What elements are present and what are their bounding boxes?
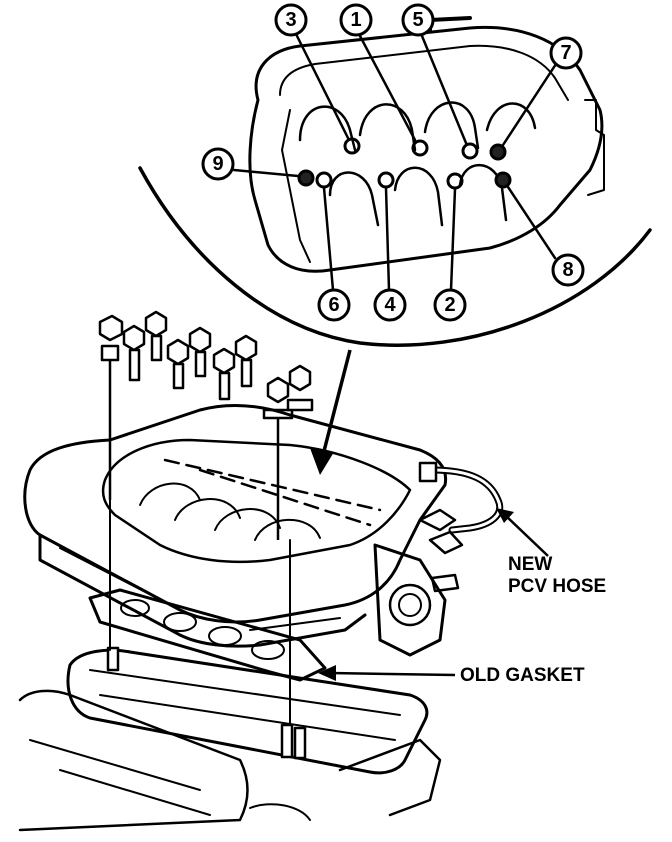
old-gasket bbox=[88, 588, 327, 682]
bolt-d bbox=[166, 338, 190, 390]
detail-inset bbox=[138, 3, 652, 347]
callout-4: 4 bbox=[384, 294, 396, 316]
callout-2-circle bbox=[433, 288, 467, 322]
bolt-9-hole bbox=[297, 169, 315, 187]
inset-boundary-arc bbox=[138, 166, 652, 347]
callout-8: 8 bbox=[562, 259, 573, 281]
bolt-4-hole bbox=[377, 171, 395, 189]
bolt-a bbox=[98, 314, 124, 500]
inset-manifest-inner bbox=[279, 44, 569, 101]
inset-pointer-arrow bbox=[310, 349, 352, 475]
pcv-hose-label-line2: PCV HOSE bbox=[508, 576, 606, 597]
leader-3 bbox=[295, 34, 350, 140]
leader-2 bbox=[449, 187, 457, 292]
inset-runner-6 bbox=[393, 166, 444, 227]
bolt-3-hole bbox=[343, 137, 361, 155]
sequence-leaders bbox=[232, 34, 558, 292]
callout-2: 2 bbox=[444, 294, 455, 316]
bolt-7-hole bbox=[489, 143, 507, 161]
gasket-leader bbox=[318, 665, 456, 681]
bolt-f bbox=[212, 347, 236, 401]
bolt-1-hole bbox=[411, 139, 429, 157]
inset-bolts bbox=[297, 137, 512, 190]
callout-1-circle bbox=[339, 3, 373, 37]
callout-3-circle bbox=[274, 3, 308, 37]
callout-6-circle bbox=[317, 288, 351, 322]
callout-8-circle bbox=[551, 253, 585, 287]
callout-9: 9 bbox=[212, 153, 223, 175]
bolt-e bbox=[188, 326, 212, 378]
callout-9-circle bbox=[201, 147, 235, 181]
sequence-callouts bbox=[201, 3, 585, 322]
callout-3: 3 bbox=[285, 9, 296, 31]
pcv-hose bbox=[418, 461, 504, 534]
callout-7: 7 bbox=[560, 42, 571, 64]
leader-5 bbox=[420, 34, 468, 145]
callout-4-circle bbox=[373, 288, 407, 322]
inset-manifest-outline bbox=[248, 25, 604, 273]
leader-4 bbox=[384, 186, 391, 292]
sequence-numbers: 3 1 5 7 9 6 4 2 8 bbox=[212, 9, 573, 316]
loose-bolts bbox=[98, 310, 314, 540]
bolt-i bbox=[286, 364, 314, 412]
leader-6 bbox=[322, 186, 335, 292]
inset-runner-1 bbox=[298, 105, 357, 152]
leader-7 bbox=[501, 62, 558, 147]
inset-runner-2 bbox=[358, 103, 417, 152]
bolt-b bbox=[122, 324, 146, 382]
inset-side-bracket bbox=[281, 109, 311, 263]
inset-runner-5 bbox=[328, 171, 380, 227]
callout-5-circle bbox=[401, 3, 435, 37]
inset-fitting bbox=[584, 99, 605, 196]
pcv-hose-leader bbox=[496, 508, 549, 557]
callout-5: 5 bbox=[412, 9, 423, 31]
bolt-c bbox=[144, 310, 168, 362]
gasket-label: OLD GASKET bbox=[460, 665, 585, 686]
lower-engine bbox=[18, 499, 442, 832]
callout-6: 6 bbox=[328, 294, 339, 316]
bolt-g bbox=[234, 334, 258, 388]
callout-7-circle bbox=[549, 36, 583, 70]
leader-8 bbox=[506, 185, 557, 260]
intake-manifold bbox=[23, 403, 464, 657]
bolt-8-hole bbox=[494, 171, 512, 189]
bolt-5-hole bbox=[461, 142, 479, 160]
leader-1 bbox=[358, 34, 417, 142]
inset-runner-3 bbox=[423, 101, 480, 150]
bolt-6-hole bbox=[315, 171, 333, 189]
callout-1: 1 bbox=[350, 9, 361, 31]
leader-9 bbox=[232, 168, 300, 178]
pcv-hose-label-line1: NEW bbox=[508, 554, 552, 575]
inset-runner-4 bbox=[485, 102, 537, 132]
